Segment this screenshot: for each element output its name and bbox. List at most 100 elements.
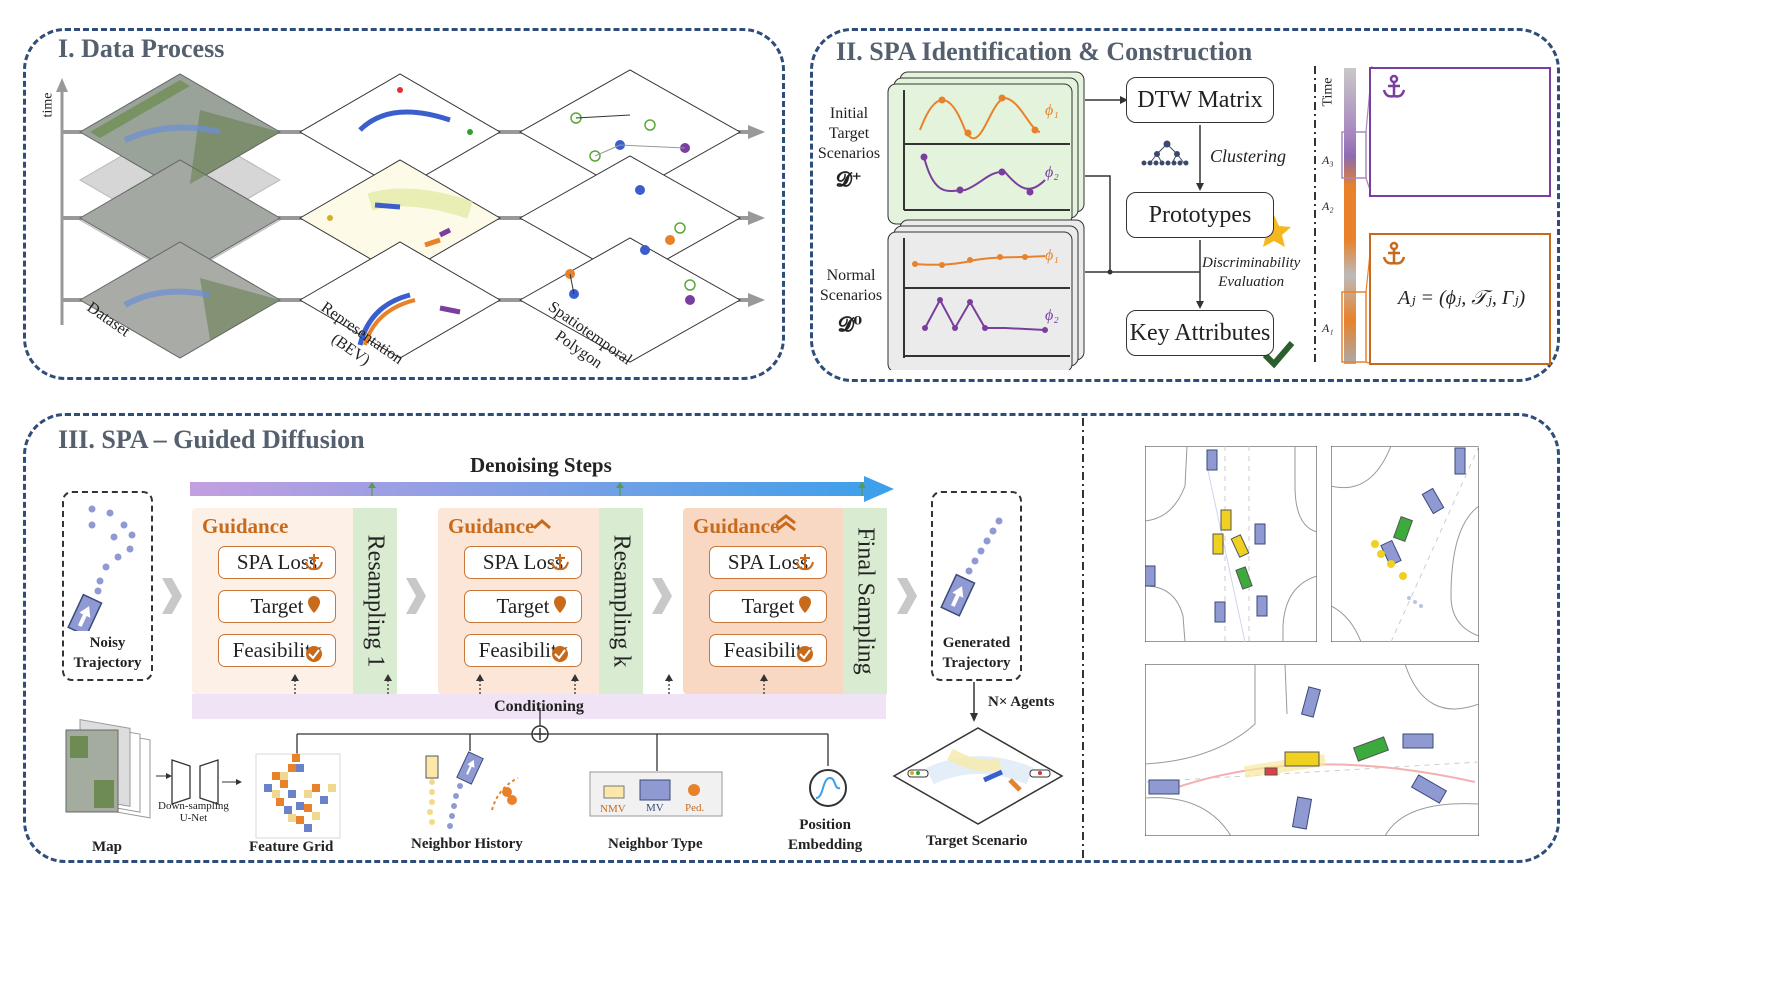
generated-trajectory-box bbox=[931, 491, 1022, 681]
guidance-title: Guidance bbox=[448, 514, 535, 538]
normal-label-line: Scenarios bbox=[819, 287, 883, 304]
chart-card-front bbox=[887, 231, 1073, 370]
a3-label: A₃ bbox=[1322, 153, 1334, 167]
panel-guided-diffusion bbox=[23, 413, 1560, 863]
conditioning-bar: Conditioning bbox=[192, 694, 886, 719]
neighbor-type-label: Neighbor Type bbox=[608, 836, 703, 852]
type-nmv-label: NMV bbox=[600, 803, 626, 815]
arrow-head-icon bbox=[748, 125, 765, 139]
divider-line-top bbox=[1314, 66, 1316, 366]
guidance-icons bbox=[305, 514, 814, 662]
discrim-line: Evaluation bbox=[1218, 274, 1285, 290]
arrow-head-icon bbox=[748, 211, 765, 225]
check-icon bbox=[1262, 341, 1295, 369]
panel-title-spa: II. SPA Identification & Construction bbox=[836, 37, 1253, 66]
data-process-diagram bbox=[56, 69, 765, 363]
arrow-up-icon bbox=[77, 606, 91, 627]
phi2-label-top: ϕ₂ bbox=[1045, 164, 1059, 181]
resampling-block-1: Resampling 1 bbox=[353, 508, 397, 694]
neighbor-history-label: Neighbor History bbox=[411, 836, 523, 852]
chevron-right-icon bbox=[406, 578, 426, 614]
generated-label-line: Generated bbox=[942, 635, 1011, 651]
time-bar bbox=[1344, 68, 1356, 364]
noisy-trajectory-graphic bbox=[67, 505, 136, 631]
panel-title-data-process: I. Data Process bbox=[58, 34, 225, 63]
panel-title-diffusion: III. SPA – Guided Diffusion bbox=[58, 425, 365, 454]
a2-label: A₂ bbox=[1322, 199, 1334, 213]
a1-label: A₁ bbox=[1322, 321, 1334, 335]
chevron-right-icon bbox=[897, 578, 917, 614]
neighbor-history bbox=[425, 751, 519, 829]
feature-grid bbox=[255, 753, 341, 839]
location-pin-icon bbox=[308, 596, 811, 613]
spa-loss-box: SPA Loss bbox=[709, 546, 827, 579]
downsampling-line: Down-sampling bbox=[158, 800, 229, 812]
anchor-icon bbox=[1382, 241, 1406, 265]
n-agents-label: N× Agents bbox=[988, 694, 1055, 710]
arrow-head-icon bbox=[748, 293, 765, 307]
dataset-stack bbox=[79, 73, 281, 359]
normal-symbol: 𝓓⁰ bbox=[838, 314, 863, 336]
dtw-matrix-box: DTW Matrix bbox=[1126, 77, 1274, 123]
polygon-stack bbox=[518, 69, 742, 363]
spa-loss-box: SPA Loss bbox=[218, 546, 336, 579]
guidance-title: Guidance bbox=[693, 514, 780, 538]
guidance-block-3: Guidance SPA Loss Target Feasibility bbox=[683, 508, 849, 694]
prototypes-box: Prototypes bbox=[1126, 192, 1274, 238]
generated-label-line: Trajectory bbox=[942, 655, 1011, 671]
conditioning-arrows bbox=[291, 674, 768, 694]
arrow-up-icon bbox=[950, 586, 964, 607]
scenario-result-3 bbox=[1145, 664, 1479, 836]
noisy-trajectory-box bbox=[62, 491, 153, 681]
feature-grid-label: Feature Grid bbox=[249, 839, 334, 855]
target-box: Target bbox=[709, 590, 827, 623]
panel-data-process bbox=[23, 28, 785, 380]
divider-line-bottom bbox=[1082, 418, 1084, 858]
scenario-result-1 bbox=[1145, 446, 1317, 642]
noisy-trajectory-label: Noisy Trajectory bbox=[62, 633, 153, 673]
generated-trajectory-graphic bbox=[940, 517, 1003, 617]
guidance-title: Guidance bbox=[202, 514, 289, 538]
scenario-result-2 bbox=[1331, 446, 1479, 642]
clustering-tree-icon bbox=[1141, 140, 1189, 166]
type-ped-label: Ped. bbox=[685, 802, 705, 814]
panel-spa-identification bbox=[810, 28, 1560, 382]
map-label: Map bbox=[92, 839, 122, 855]
phi2-label-bottom: ϕ₂ bbox=[1045, 307, 1059, 324]
resampling-block-k: Resampling k bbox=[599, 508, 643, 694]
chevron-right-icon bbox=[652, 578, 672, 614]
map-stack bbox=[65, 718, 151, 819]
star-icon bbox=[1257, 215, 1291, 247]
initial-target-label: Initial Target Scenarios bbox=[813, 104, 885, 164]
bev-stack bbox=[299, 73, 501, 359]
generated-trajectory-label: Generated Trajectory bbox=[931, 633, 1022, 673]
spa-loss-box: SPA Loss bbox=[464, 546, 582, 579]
n-agents-arrow bbox=[970, 682, 978, 722]
downsampling-line: U-Net bbox=[179, 812, 208, 824]
guidance-block-1: Guidance SPA Loss Target Feasibility bbox=[192, 508, 358, 694]
phi1-label-bottom: ϕ₁ bbox=[1045, 247, 1059, 264]
double-chevron-up-icon bbox=[776, 514, 796, 532]
position-embedding-icon bbox=[809, 769, 847, 807]
attribute-formula: Aⱼ = (ϕⱼ, 𝒯ⱼ, Γⱼ) bbox=[1398, 287, 1526, 309]
spa-charts bbox=[887, 71, 1295, 370]
noisy-label-line: Trajectory bbox=[73, 655, 142, 671]
initial-label-line: Initial bbox=[829, 105, 869, 122]
denoising-arrow bbox=[190, 476, 894, 502]
final-sampling-block: Final Sampling bbox=[843, 508, 887, 694]
time-label: time bbox=[40, 92, 56, 118]
check-circle-icon bbox=[306, 646, 813, 662]
type-mv-label: MV bbox=[646, 802, 664, 814]
arrow-head-icon bbox=[1196, 183, 1204, 191]
anchor-icon bbox=[1382, 74, 1406, 98]
clustering-label: Clustering bbox=[1210, 146, 1287, 166]
arrow-head-icon bbox=[1196, 301, 1204, 309]
discrim-line: Discriminability bbox=[1202, 255, 1301, 271]
denoising-steps-label: Denoising Steps bbox=[470, 453, 612, 477]
arrow-head-icon bbox=[1120, 96, 1128, 104]
key-attributes-box: Key Attributes bbox=[1126, 310, 1274, 356]
downsampling-label: Down-sampling U-Net bbox=[158, 800, 229, 824]
normal-scenarios-label: Normal Scenarios bbox=[816, 266, 886, 306]
normal-label-line: Normal bbox=[826, 267, 876, 284]
target-scenario-graphic bbox=[892, 727, 1064, 825]
